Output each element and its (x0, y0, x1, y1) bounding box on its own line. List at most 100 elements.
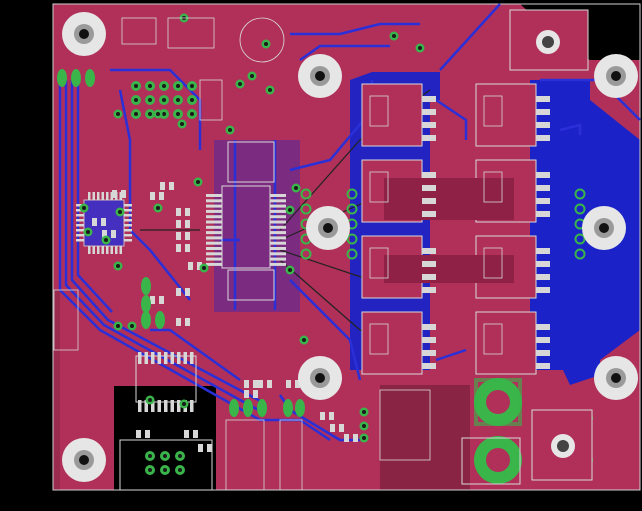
usb-pin (177, 352, 181, 364)
ic-pin (270, 262, 286, 266)
passive-pad (176, 288, 181, 296)
mcu-pin (124, 219, 132, 222)
mosfet-pad (422, 324, 436, 330)
ic-pin (270, 231, 286, 235)
via-drill (392, 34, 396, 38)
mounting-hole-drill (611, 373, 621, 383)
ic-pin (270, 236, 286, 240)
mcu-pin (97, 246, 100, 254)
passive-pad (185, 244, 190, 252)
mounting-hole-drill (599, 223, 609, 233)
passive-pad (169, 182, 174, 190)
mosfet-pads (422, 96, 550, 369)
passive-pad (330, 424, 335, 432)
ic-pin (206, 236, 222, 240)
via-drill (294, 186, 298, 190)
power-pad (346, 188, 358, 200)
usb-pin (190, 400, 194, 412)
via-drill (196, 180, 200, 184)
header-drill (162, 112, 166, 116)
ic-pin (270, 220, 286, 224)
power-pad-icon (461, 378, 522, 485)
passive-pad (160, 182, 165, 190)
mosfet-pad (536, 261, 550, 267)
usb-pin (190, 352, 194, 364)
mosfet-pad (536, 96, 550, 102)
mosfet-pad (536, 337, 550, 343)
ic-pin (206, 215, 222, 219)
mosfet-inner-silk (369, 95, 503, 355)
passive-pad (193, 430, 198, 438)
mosfet-pad (536, 122, 550, 128)
power-pad (300, 188, 312, 200)
connector-module-bottom-right (531, 409, 593, 481)
mcu-pin (119, 192, 122, 200)
passive-pad (253, 380, 258, 388)
jumper-pad (155, 311, 165, 329)
usb-pin (138, 400, 142, 412)
mcu-pin (88, 246, 91, 254)
via-drill (238, 82, 242, 86)
usb-pin (138, 352, 142, 364)
jumper-pad (141, 311, 151, 329)
mosfet-pad (422, 287, 436, 293)
via-drill (156, 112, 160, 116)
passive-pad (101, 218, 106, 226)
mcu-pin (101, 246, 104, 254)
header-drill (190, 98, 194, 102)
via-drill (116, 112, 120, 116)
mosfet-q4 (361, 311, 423, 375)
via-drill (118, 210, 122, 214)
usb-pin (170, 352, 174, 364)
passive-pad (185, 232, 190, 240)
mcu-pin (124, 214, 132, 217)
passive-pad (185, 208, 190, 216)
power-pad (574, 188, 586, 200)
passive-pad (244, 380, 249, 388)
mosfet-pad (422, 96, 436, 102)
mcu-pin (106, 246, 109, 254)
ic-pin (206, 209, 222, 213)
mcu-pin (124, 224, 132, 227)
mcu-pin (101, 192, 104, 200)
header-drill (148, 98, 152, 102)
power-pad (346, 248, 358, 260)
passive-pad (159, 192, 164, 200)
passive-pad (198, 444, 203, 452)
header-drill (162, 84, 166, 88)
mosfet-pad (422, 135, 436, 141)
mcu-pin (110, 192, 113, 200)
ic-pin (270, 194, 286, 197)
passive-pad (92, 218, 97, 226)
passive-pad (207, 444, 212, 452)
usb-pin (164, 352, 168, 364)
usb-drill (148, 468, 152, 472)
mcu-pin (97, 192, 100, 200)
via-drill (362, 410, 366, 414)
mosfet-q1 (361, 83, 423, 147)
mounting-hole-drill (315, 71, 325, 81)
passive-pad (197, 262, 202, 270)
mosfet-pad (536, 287, 550, 293)
ic-pin (206, 225, 222, 229)
mounting-hole-drill (323, 223, 333, 233)
mcu-pin (76, 224, 84, 227)
mounting-hole-drill (611, 71, 621, 81)
passive-pad (176, 244, 181, 252)
mosfet-pad (422, 211, 436, 217)
passive-pad (102, 230, 107, 238)
via-drill (116, 324, 120, 328)
via-drill (82, 206, 86, 210)
mosfet-pad (422, 172, 436, 178)
passive-pad (185, 318, 190, 326)
power-pad (300, 203, 312, 215)
usb-drill (178, 454, 182, 458)
passive-pad (176, 208, 181, 216)
passive-pad (188, 262, 193, 270)
mosfet-pad (422, 261, 436, 267)
passive-pad (344, 434, 349, 442)
mcu-pin (76, 204, 84, 207)
header-drill (134, 84, 138, 88)
mosfet-pad (536, 324, 550, 330)
passive-pad (267, 380, 272, 388)
